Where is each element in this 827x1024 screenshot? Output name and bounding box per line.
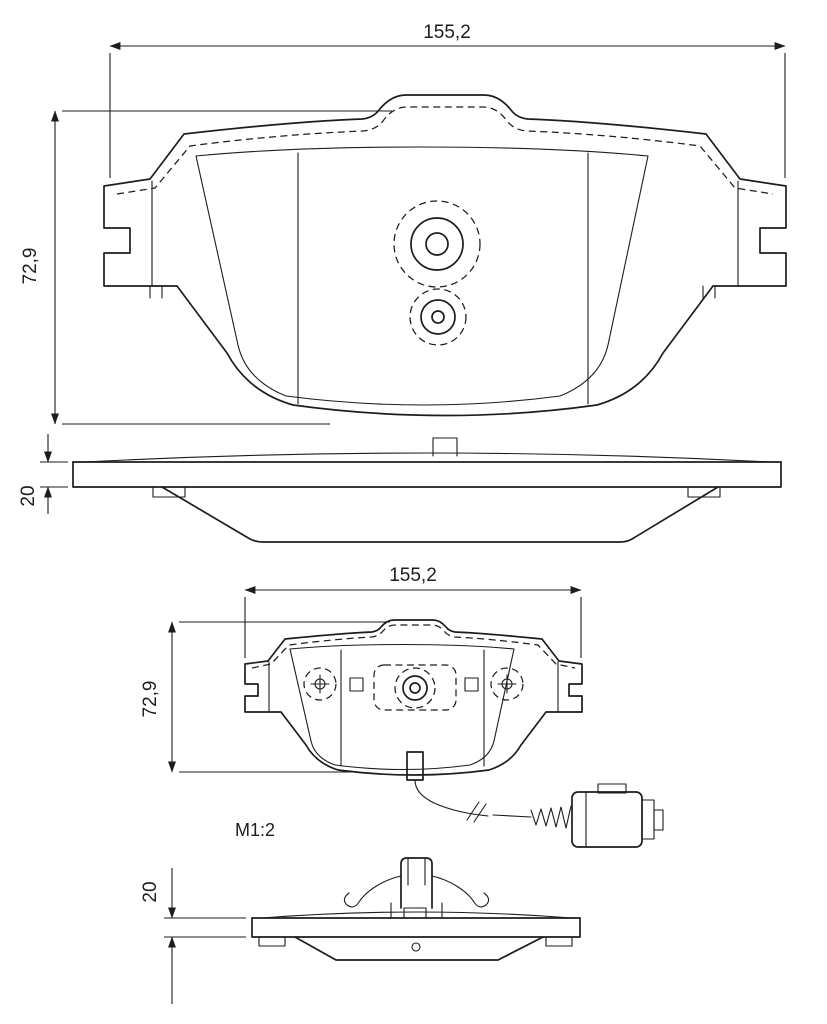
- backplate-outline: [244, 619, 583, 776]
- connector-latch: [597, 783, 627, 794]
- thickness-dimension-label: 20: [140, 881, 161, 902]
- left-clip-slot: [349, 677, 364, 692]
- friction-profile: [294, 936, 544, 961]
- thickness-extension-lines: [164, 917, 246, 938]
- rivet-hole: [411, 942, 421, 952]
- height-dimension-label: 72,9: [20, 248, 41, 285]
- scaled-front-view: [244, 619, 664, 848]
- side-view-dimension: 20: [18, 434, 68, 514]
- plate-band: [251, 917, 581, 938]
- height-dimension-label: 72,9: [140, 681, 161, 718]
- width-dimension-label: 155,2: [389, 565, 437, 586]
- wire-break-marks: [466, 801, 487, 823]
- side-view: [72, 437, 782, 543]
- connector-boot-corrugation: [530, 805, 572, 829]
- right-guide-dashed-circle: [490, 667, 524, 701]
- lower-hole-outer-circle: [420, 299, 456, 335]
- left-guide-dashed-circle: [303, 667, 337, 701]
- sensor-wire-continued: [492, 814, 532, 818]
- left-lug-stub: [149, 285, 163, 299]
- connector-body: [571, 791, 643, 848]
- right-lug-stub: [702, 285, 716, 299]
- connector-plug-step1: [641, 799, 655, 840]
- sensor-plug-body: [406, 751, 424, 781]
- width-extension-lines: [244, 597, 582, 658]
- right-clip-slot: [464, 677, 479, 692]
- friction-profile: [161, 486, 719, 543]
- scaled-side-dimension: 20: [140, 868, 246, 1004]
- front-view-dimensions: 155,2 72,9: [20, 22, 786, 425]
- connector-plug-step2: [653, 809, 664, 831]
- center-tab: [432, 437, 458, 457]
- plate-top-arc: [84, 452, 771, 463]
- backplate-outline: [103, 94, 787, 417]
- hidden-edge-dashed: [251, 624, 576, 669]
- spring-clip-feet: [390, 902, 443, 919]
- lower-hole-dashed-circle: [409, 288, 467, 346]
- lower-hole-inner-circle: [431, 310, 445, 324]
- sensor-seat-dashed-circle: [394, 667, 436, 709]
- left-end-lug: [152, 486, 186, 498]
- sensor-seat-dashed-rect: [373, 664, 457, 711]
- left-guide-center-cross: [310, 674, 330, 694]
- center-tab: [403, 907, 427, 919]
- right-end-lug: [687, 486, 721, 498]
- spring-clip-right-arm: [431, 875, 490, 908]
- hidden-edge-dashed: [116, 106, 774, 195]
- front-view: [103, 94, 787, 417]
- upper-hole-dashed-circle: [393, 200, 481, 288]
- spring-clip-body: [400, 857, 433, 909]
- thickness-dimension-label: 20: [18, 485, 39, 506]
- scale-label: M1:2: [235, 820, 275, 840]
- sensor-seat-outer-circle: [402, 675, 428, 701]
- right-end-lug: [545, 936, 573, 947]
- upper-hole-inner-circle: [425, 232, 449, 256]
- width-extension-lines: [109, 53, 786, 178]
- width-dimension-label: 155,2: [423, 22, 471, 43]
- thickness-extension-lines: [40, 461, 68, 488]
- right-guide-center-cross: [497, 674, 517, 694]
- friction-outline: [289, 643, 515, 771]
- sensor-seat-inner-circle: [409, 682, 421, 694]
- spring-clip-inner-lines: [407, 857, 426, 886]
- left-end-lug: [258, 936, 286, 947]
- friction-outline: [195, 146, 649, 406]
- height-extension-lines: [179, 621, 390, 773]
- scaled-side-view: [251, 857, 581, 961]
- plate-top-arc: [261, 911, 573, 919]
- upper-hole-outer-circle: [410, 217, 464, 271]
- scaled-front-dimensions: 155,2 72,9: [140, 565, 582, 773]
- plate-band: [72, 461, 782, 488]
- height-extension-lines: [62, 110, 392, 425]
- spring-clip-left-arm: [343, 875, 402, 908]
- sensor-wire: [414, 779, 489, 817]
